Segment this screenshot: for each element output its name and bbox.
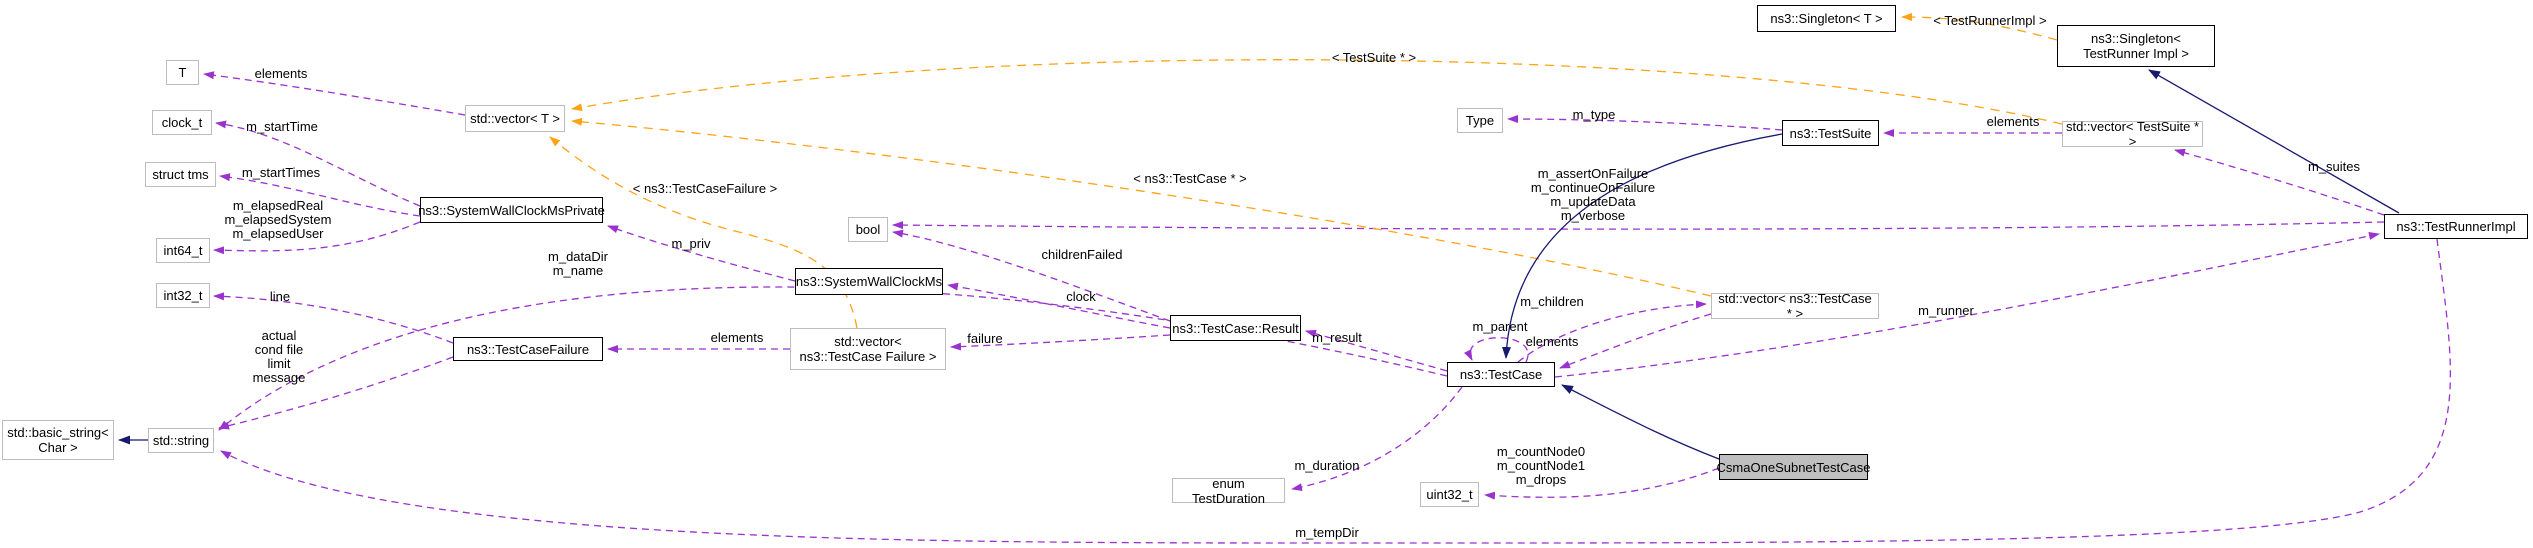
class-node-t: T: [166, 60, 199, 85]
edge-runner-bools: [892, 221, 2385, 230]
class-node-std-basic-string: std::basic_string< Char >: [2, 420, 114, 460]
edge-label-clock: clock: [1066, 289, 1096, 304]
edge-m-parent-selfloop: [1463, 337, 1529, 363]
edge-m-children: [1517, 300, 1707, 363]
edge-m-priv: [607, 225, 796, 282]
edge-m-startTime: [215, 120, 421, 207]
edge-label-elements-tc: elements: [1525, 334, 1579, 349]
edge-label-m-duration: m_duration: [1294, 458, 1360, 473]
class-node-std-vector-t: std::vector< T >: [465, 105, 565, 132]
edge-failure: [950, 334, 1171, 351]
class-node-std-vector-ns3-testcase-ptr: std::vector< ns3::TestCase * >: [1711, 291, 1879, 321]
edge-label-template-testsuite-ptr: < TestSuite * >: [1331, 50, 1417, 65]
edge-vectorT-elements-T: [203, 71, 466, 116]
class-node-ns3-testcase[interactable]: ns3::TestCase: [1447, 362, 1555, 387]
edge-label-m-type: m_type: [1572, 107, 1616, 122]
edge-template-testrunnerimpl: [1901, 13, 2058, 41]
class-node-uint32-t: uint32_t: [1420, 482, 1479, 507]
edge-label-m-suites: m_suites: [2307, 159, 2361, 174]
edge-m-type: [1507, 115, 1783, 131]
edge-m-duration: [1291, 386, 1463, 492]
edge-m-tempDir: [220, 238, 2452, 544]
edge-label-template-testcasefailure: < ns3::TestCaseFailure >: [632, 181, 778, 196]
edge-template-testcase-ptr: [571, 117, 1712, 297]
edge-template-testsuite-ptr: [571, 59, 2063, 125]
class-node-ns3-systemwallclockmsprivate[interactable]: ns3::SystemWallClockMsPrivate: [418, 197, 605, 223]
edge-inherit-testsuite-testcase: [1502, 133, 1783, 359]
class-node-ns3-singleton-testrunnerimpl[interactable]: ns3::Singleton< TestRunner Impl >: [2057, 25, 2215, 67]
class-node-std-string: std::string: [148, 428, 214, 453]
class-node-std-vector-ns3-testcasefailure: std::vector< ns3::TestCase Failure >: [790, 328, 946, 370]
class-node-struct-tms: struct tms: [145, 162, 216, 187]
edge-template-testcasefailure: [549, 136, 858, 329]
class-node-ns3-testcasefailure[interactable]: ns3::TestCaseFailure: [453, 337, 603, 361]
class-node-csmaonesubnettestcase: CsmaOneSubnetTestCase: [1717, 454, 1870, 480]
edge-vectorTCptr-elements: [1559, 313, 1712, 369]
edge-label-m-runner: m_runner: [1918, 303, 1974, 318]
class-node-ns3-testsuite[interactable]: ns3::TestSuite: [1782, 120, 1879, 146]
edge-label-m-datadir-m-name: m_dataDir m_name: [548, 249, 608, 278]
edge-label-m-priv: m_priv: [671, 236, 711, 251]
edge-label-elements-ts: elements: [1986, 114, 2040, 129]
class-node-type: Type: [1457, 108, 1503, 133]
edge-label-m-tempdir: m_tempDir: [1295, 525, 1359, 540]
edge-label-elements-t: elements: [254, 66, 308, 81]
edge-inherit-csma-testcase: [1561, 384, 1720, 460]
class-node-ns3-testrunnerimpl[interactable]: ns3::TestRunnerImpl: [2384, 214, 2528, 239]
edge-childrenFailed: [892, 229, 1171, 322]
class-node-ns3-systemwallclockms[interactable]: ns3::SystemWallClockMs: [795, 268, 943, 295]
edge-label-m-elapsed: m_elapsedReal m_elapsedSystem m_elapsedU…: [224, 198, 332, 241]
edge-clock: [947, 282, 1171, 329]
class-node-ns3-testcase-result[interactable]: ns3::TestCase::Result: [1170, 315, 1301, 341]
edge-label-actual-cond-file-limit-message: actual cond file limit message: [252, 328, 306, 385]
edge-inherit-testrunnerimpl-singleton: [2148, 69, 2400, 214]
edge-label-m-countnodes: m_countNode0 m_countNode1 m_drops: [1496, 444, 1586, 487]
class-node-int64-t: int64_t: [156, 238, 210, 263]
edge-m-suites: [2174, 148, 2385, 216]
edge-label-m-children: m_children: [1520, 294, 1584, 309]
edge-line: [213, 292, 454, 344]
class-node-enum-testduration: enum TestDuration: [1172, 476, 1285, 506]
edge-label-line: line: [269, 289, 291, 304]
edge-m-countNodes: [1484, 467, 1720, 500]
edge-label-runner-bools: m_assertOnFailure m_continueOnFailure m_…: [1530, 166, 1656, 223]
edge-label-m-parent: m_parent: [1472, 319, 1528, 334]
class-node-int32-t: int32_t: [156, 283, 210, 308]
class-node-clock-t: clock_t: [152, 110, 212, 135]
edge-label-template-testcase-ptr: < ns3::TestCase * >: [1133, 171, 1247, 186]
edge-label-m-starttimes: m_startTimes: [241, 165, 321, 180]
edge-label-m-result: m_result: [1312, 330, 1362, 345]
class-node-ns3-singleton-t[interactable]: ns3::Singleton< T >: [1757, 5, 1896, 32]
class-node-std-vector-testsuite-ptr: std::vector< TestSuite * >: [2062, 119, 2203, 149]
class-node-bool: bool: [848, 217, 888, 242]
edge-m-startTimes: [219, 173, 421, 217]
edge-label-template-testrunnerimpl: < TestRunnerImpl >: [1933, 13, 2047, 28]
edge-actual-cond-file-limit-message: [218, 356, 454, 430]
edge-label-m-starttime: m_startTime: [246, 119, 318, 134]
edge-label-childrenfailed: childrenFailed: [1041, 247, 1123, 262]
edge-label-elements-tcf: elements: [710, 330, 764, 345]
edge-m-result: [1305, 329, 1448, 372]
edge-m-runner: [1554, 232, 2380, 378]
edge-m-elapsed: [213, 221, 421, 255]
edge-label-failure: failure: [967, 331, 1003, 346]
